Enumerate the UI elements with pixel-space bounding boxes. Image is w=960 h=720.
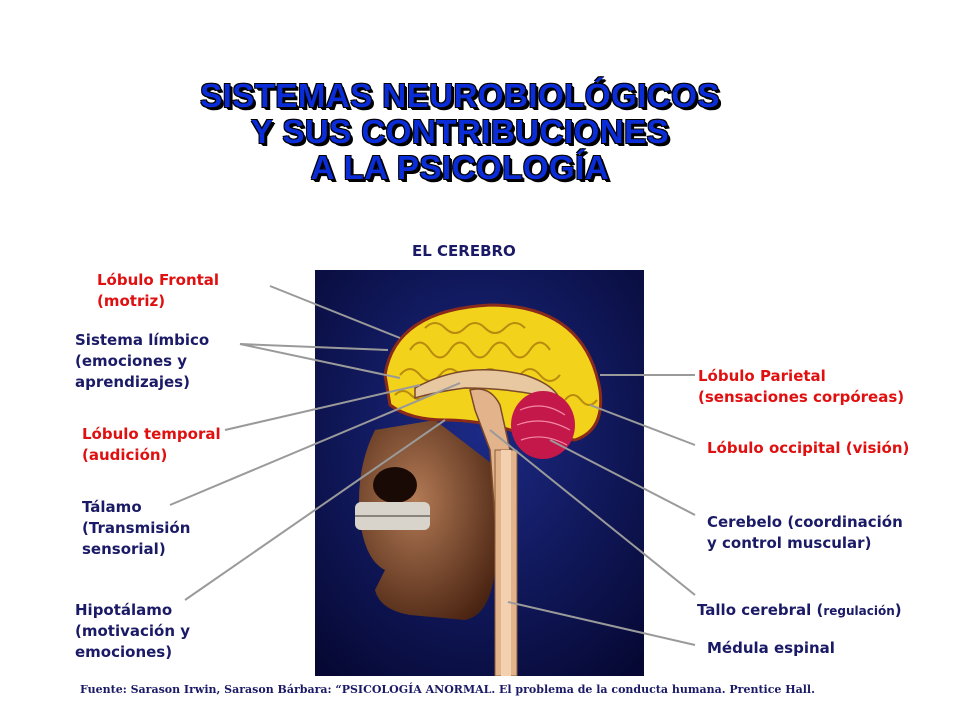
source-footnote: Fuente: Sarason Irwin, Sarason Bárbara: … — [80, 683, 815, 696]
label-limbic-system: Sistema límbico (emociones y aprendizaje… — [75, 331, 210, 391]
label-parietal-lobe: Lóbulo Parietal (sensaciones corpóreas) — [698, 367, 905, 406]
label-cerebellum: Cerebelo (coordinación y control muscula… — [707, 513, 903, 552]
label-spinal-cord: Médula espinal — [707, 639, 835, 657]
label-temporal-lobe: Lóbulo temporal (audición) — [82, 425, 221, 464]
title-line-1: SISTEMAS NEUROBIOLÓGICOS — [200, 77, 720, 114]
section-heading: EL CEREBRO — [412, 242, 516, 260]
eye-socket — [373, 467, 417, 503]
label-frontal-lobe: Lóbulo Frontal (motriz) — [97, 271, 220, 310]
label-brainstem: Tallo cerebral (regulación) — [697, 601, 902, 619]
title-line-3: A LA PSICOLOGÍA — [310, 149, 610, 186]
label-thalamus: Tálamo (Transmisión sensorial) — [82, 498, 191, 558]
title-line-2: Y SUS CONTRIBUCIONES — [250, 113, 670, 150]
label-hypothalamus: Hipotálamo (motivación y emociones) — [75, 601, 191, 661]
label-occipital-lobe: Lóbulo occipital (visión) — [707, 439, 910, 457]
main-title: SISTEMAS NEUROBIOLÓGICOS Y SUS CONTRIBUC… — [150, 78, 770, 186]
